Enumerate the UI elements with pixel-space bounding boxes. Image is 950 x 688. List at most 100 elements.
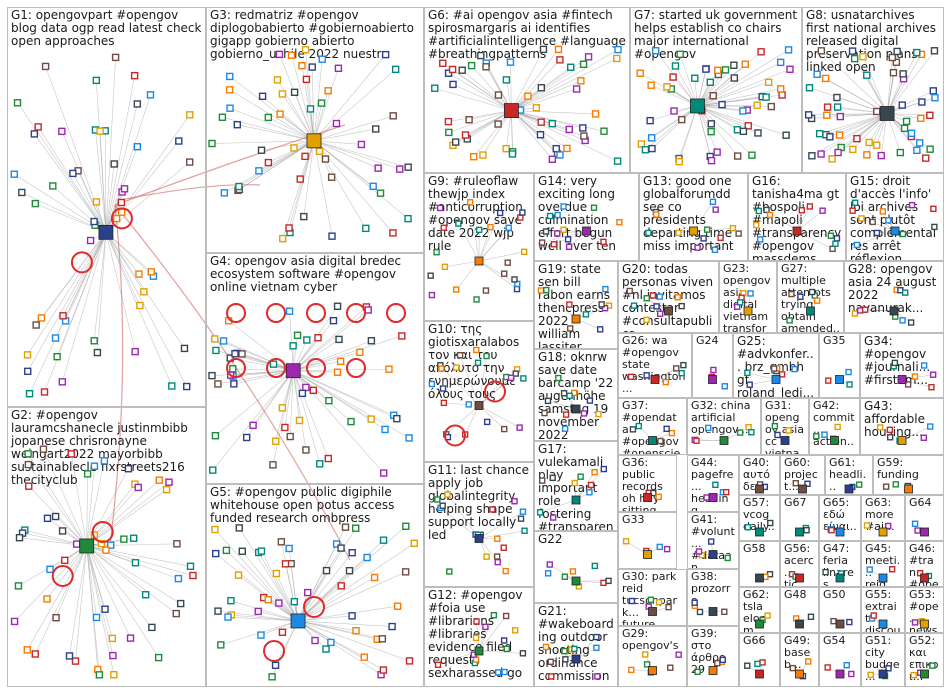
edge <box>545 646 577 660</box>
node <box>341 523 350 531</box>
node <box>24 450 32 458</box>
edge <box>656 214 694 232</box>
edge <box>796 230 833 250</box>
self-loop <box>266 303 286 323</box>
node <box>444 117 453 126</box>
node <box>539 45 548 54</box>
node <box>71 657 80 665</box>
node <box>904 381 912 388</box>
hub-node <box>806 306 815 316</box>
node <box>562 656 569 663</box>
node <box>891 359 899 367</box>
node <box>124 464 133 473</box>
edge <box>242 551 299 622</box>
node <box>258 92 267 100</box>
node <box>710 366 717 374</box>
node <box>255 167 263 175</box>
edge <box>547 400 577 410</box>
node <box>391 65 400 74</box>
node <box>352 627 360 635</box>
node <box>133 143 141 151</box>
hub-node <box>920 527 929 537</box>
node <box>235 524 243 532</box>
node <box>714 659 721 667</box>
hub-node <box>771 375 781 384</box>
node <box>147 268 155 276</box>
node <box>833 103 842 111</box>
group-label: G41: #volunt... #dataan... skills... <box>691 513 735 569</box>
node <box>656 293 663 300</box>
node <box>548 673 555 680</box>
edge <box>215 370 294 436</box>
edge <box>886 54 922 114</box>
node <box>272 437 280 445</box>
edge <box>214 529 299 622</box>
node <box>440 399 448 407</box>
node <box>102 546 110 554</box>
node <box>67 450 75 458</box>
node <box>189 571 197 580</box>
node <box>473 346 480 354</box>
node <box>362 224 370 233</box>
node <box>30 130 39 138</box>
node <box>333 302 342 310</box>
node <box>622 538 630 545</box>
self-loop <box>51 564 74 587</box>
node <box>290 144 298 152</box>
group-box-g26: G26: wa #opengov state washington... <box>618 333 692 398</box>
edge <box>542 230 587 243</box>
edge <box>464 405 480 435</box>
edge <box>856 230 896 246</box>
edge <box>86 479 160 547</box>
node <box>93 348 102 357</box>
node <box>352 524 360 532</box>
node <box>930 205 937 213</box>
edge <box>105 103 138 233</box>
node <box>922 154 930 162</box>
node <box>655 599 663 606</box>
edge <box>313 140 400 170</box>
node <box>336 357 345 366</box>
node <box>774 431 781 439</box>
node <box>662 378 669 386</box>
node <box>461 131 470 139</box>
node <box>537 118 545 126</box>
node <box>174 574 183 583</box>
node <box>311 636 319 645</box>
node <box>404 214 412 223</box>
group-box-g5: G5: #opengov public digiphile whitehouse… <box>206 484 424 687</box>
edge <box>697 104 758 107</box>
edge <box>313 140 409 219</box>
node <box>107 541 115 549</box>
node <box>900 124 909 133</box>
node <box>345 566 354 575</box>
hub-node <box>689 226 698 236</box>
node <box>696 608 704 616</box>
node <box>508 150 517 158</box>
group-label: G59: funding <box>877 456 919 481</box>
node <box>278 628 287 636</box>
group-label: G15: droit d'accès l'info' loi archives … <box>850 174 936 261</box>
node <box>833 235 841 242</box>
node <box>556 56 564 64</box>
node <box>226 104 234 112</box>
edge <box>651 84 698 107</box>
edge <box>297 620 382 675</box>
node <box>23 351 32 359</box>
node <box>879 208 887 215</box>
edge <box>511 64 584 111</box>
node <box>277 538 286 546</box>
group-label: G9: #ruleoflaw thewjp index #anticorrupt… <box>428 174 523 253</box>
node <box>230 380 238 388</box>
node <box>855 481 863 488</box>
node <box>519 508 527 515</box>
node <box>379 536 388 544</box>
node <box>926 145 934 153</box>
node <box>927 423 934 430</box>
edge <box>478 260 518 290</box>
node <box>649 292 657 299</box>
hub-node <box>755 669 764 679</box>
node <box>748 151 756 159</box>
node <box>892 58 901 66</box>
hub-node <box>795 573 804 583</box>
